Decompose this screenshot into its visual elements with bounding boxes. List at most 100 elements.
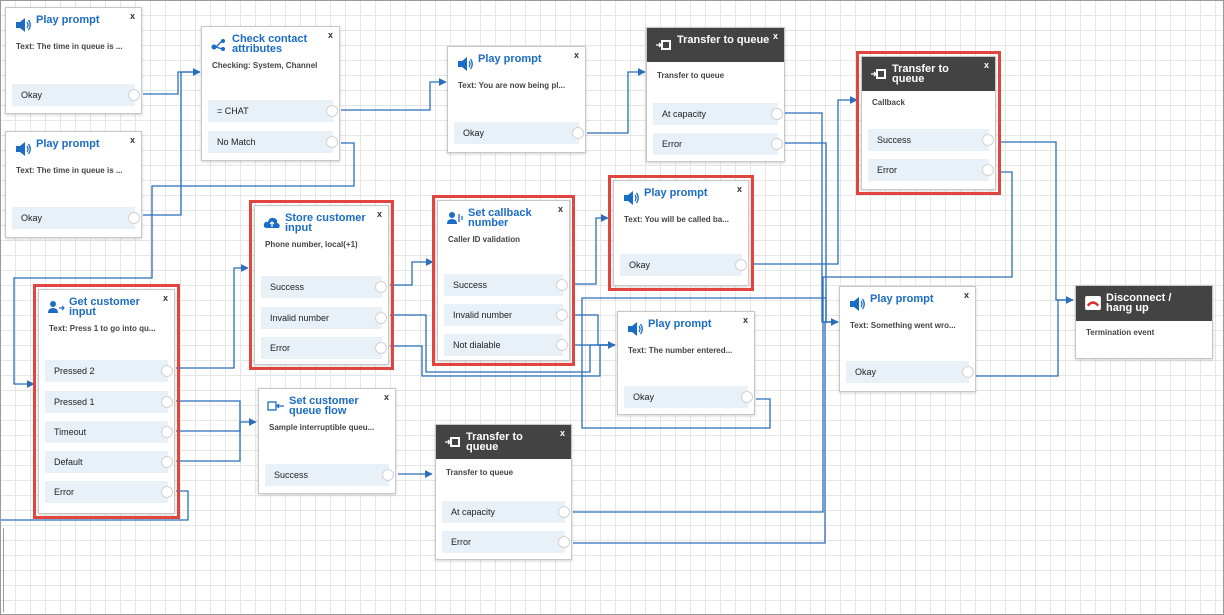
branch-connector[interactable] <box>375 312 387 324</box>
branch-label: Okay <box>633 392 655 402</box>
block-title: Transfer to queue <box>892 63 949 85</box>
branch-label: Okay <box>855 367 877 377</box>
close-icon[interactable]: x <box>162 293 168 303</box>
branch-connector[interactable] <box>326 105 338 117</box>
play-prompt-block-6[interactable]: Play prompt x Text: Something went wro..… <box>839 286 976 392</box>
transfer-to-queue-callback-block[interactable]: Transfer to queue x Callback Success Err… <box>856 51 1001 195</box>
branch-success: Success <box>261 276 387 298</box>
branch-label: Error <box>270 343 290 353</box>
branch-connector[interactable] <box>161 456 173 468</box>
close-icon[interactable]: x <box>742 315 748 325</box>
close-icon[interactable]: x <box>327 30 333 40</box>
get-input-icon <box>48 301 65 313</box>
branch-connector[interactable] <box>161 426 173 438</box>
branch-label: Not dialable <box>453 340 501 350</box>
close-icon[interactable]: x <box>963 290 969 300</box>
block-title: Store customer input <box>285 212 366 234</box>
block-title: Transfer to queue <box>677 34 770 46</box>
branch-label: Error <box>662 139 682 149</box>
block-title: Play prompt <box>36 14 100 26</box>
store-customer-input-block[interactable]: Store customer input x Phone number, loc… <box>249 200 394 370</box>
branch-label: Pressed 1 <box>54 397 95 407</box>
branch-error: Error <box>868 159 994 181</box>
cloud-store-icon <box>263 217 280 228</box>
check-contact-attributes-block[interactable]: Check contact attributes x Checking: Sys… <box>201 26 340 161</box>
close-icon[interactable]: x <box>376 209 382 219</box>
branch-label: Okay <box>629 260 651 270</box>
branch-pressed-1: Pressed 1 <box>45 391 173 413</box>
branch-connector[interactable] <box>735 259 747 271</box>
branch-label: No Match <box>217 137 256 147</box>
offscreen-block-edge <box>0 528 4 612</box>
speaker-icon <box>850 297 865 311</box>
branch-connector[interactable] <box>572 127 584 139</box>
close-icon[interactable]: x <box>983 60 989 70</box>
branch-connector[interactable] <box>382 469 394 481</box>
branch-connector[interactable] <box>161 486 173 498</box>
get-customer-input-block[interactable]: Get customer input x Text: Press 1 to go… <box>33 284 180 519</box>
speaker-icon <box>628 322 643 336</box>
branch-success: Success <box>265 464 394 486</box>
close-icon[interactable]: x <box>129 11 135 21</box>
branch-connector[interactable] <box>982 164 994 176</box>
close-icon[interactable]: x <box>736 184 742 194</box>
branch-connector[interactable] <box>326 136 338 148</box>
set-customer-queue-flow-block[interactable]: Set customer queue flow x Sample interru… <box>258 388 396 494</box>
branch-connector[interactable] <box>771 138 783 150</box>
branch-label: Error <box>451 537 471 547</box>
branch-connector[interactable] <box>962 366 974 378</box>
branch-connector[interactable] <box>161 365 173 377</box>
branch-connector[interactable] <box>771 108 783 120</box>
branch-label: Timeout <box>54 427 87 437</box>
branch-label: At capacity <box>662 109 707 119</box>
close-icon[interactable]: x <box>383 392 389 402</box>
branch-invalid-number: Invalid number <box>444 304 568 326</box>
block-title: Transfer to queue <box>466 431 523 453</box>
close-icon[interactable]: x <box>557 204 563 214</box>
branch-error: Error <box>261 337 387 359</box>
branch-label: Default <box>54 457 83 467</box>
branch-label: Invalid number <box>270 313 330 323</box>
branch-connector[interactable] <box>556 339 568 351</box>
play-prompt-block-1[interactable]: Play prompt x Text: The time in queue is… <box>5 7 142 114</box>
branch-connector[interactable] <box>556 309 568 321</box>
set-callback-number-block[interactable]: Set callback number x Caller ID validati… <box>432 195 575 366</box>
transfer-queue-icon <box>871 69 886 79</box>
branch-connector[interactable] <box>556 279 568 291</box>
play-prompt-block-5[interactable]: Play prompt x Text: The number entered..… <box>617 311 755 415</box>
close-icon[interactable]: x <box>559 428 565 438</box>
branch-connector[interactable] <box>558 506 570 518</box>
close-icon[interactable]: x <box>573 50 579 60</box>
branch-connector[interactable] <box>741 391 753 403</box>
close-icon[interactable]: x <box>129 135 135 145</box>
branch-okay: Okay <box>846 361 974 383</box>
transfer-to-queue-block-1[interactable]: Transfer to queue x Transfer to queue At… <box>646 27 785 162</box>
disconnect-hang-up-block[interactable]: Disconnect / hang up Termination event <box>1075 285 1213 359</box>
branch-okay: Okay <box>454 122 584 144</box>
block-title: Play prompt <box>478 53 542 65</box>
branch-connector[interactable] <box>128 212 140 224</box>
branch-connector[interactable] <box>558 536 570 548</box>
play-prompt-block-3[interactable]: Play prompt x Text: You are now being pl… <box>447 46 586 153</box>
block-subtitle: Text: Press 1 to go into qu... <box>49 324 156 333</box>
branch-connector[interactable] <box>128 89 140 101</box>
speaker-icon <box>16 18 31 32</box>
play-prompt-block-4[interactable]: Play prompt x Text: You will be called b… <box>608 175 754 291</box>
branch-connector[interactable] <box>375 342 387 354</box>
branch-connector[interactable] <box>982 134 994 146</box>
branch-connector[interactable] <box>161 396 173 408</box>
speaker-icon <box>16 142 31 156</box>
callback-number-icon <box>447 212 463 224</box>
branch-label: Pressed 2 <box>54 366 95 376</box>
branch-connector[interactable] <box>375 281 387 293</box>
block-title: Play prompt <box>644 187 708 199</box>
block-subtitle: Transfer to queue <box>446 468 514 477</box>
close-icon[interactable]: x <box>772 31 778 41</box>
play-prompt-block-2[interactable]: Play prompt x Text: The time in queue is… <box>5 131 142 238</box>
branch-error: Error <box>45 481 173 503</box>
block-subtitle: Termination event <box>1086 328 1155 337</box>
branch-timeout: Timeout <box>45 421 173 443</box>
transfer-to-queue-block-3[interactable]: Transfer to queue x Transfer to queue At… <box>435 424 572 560</box>
